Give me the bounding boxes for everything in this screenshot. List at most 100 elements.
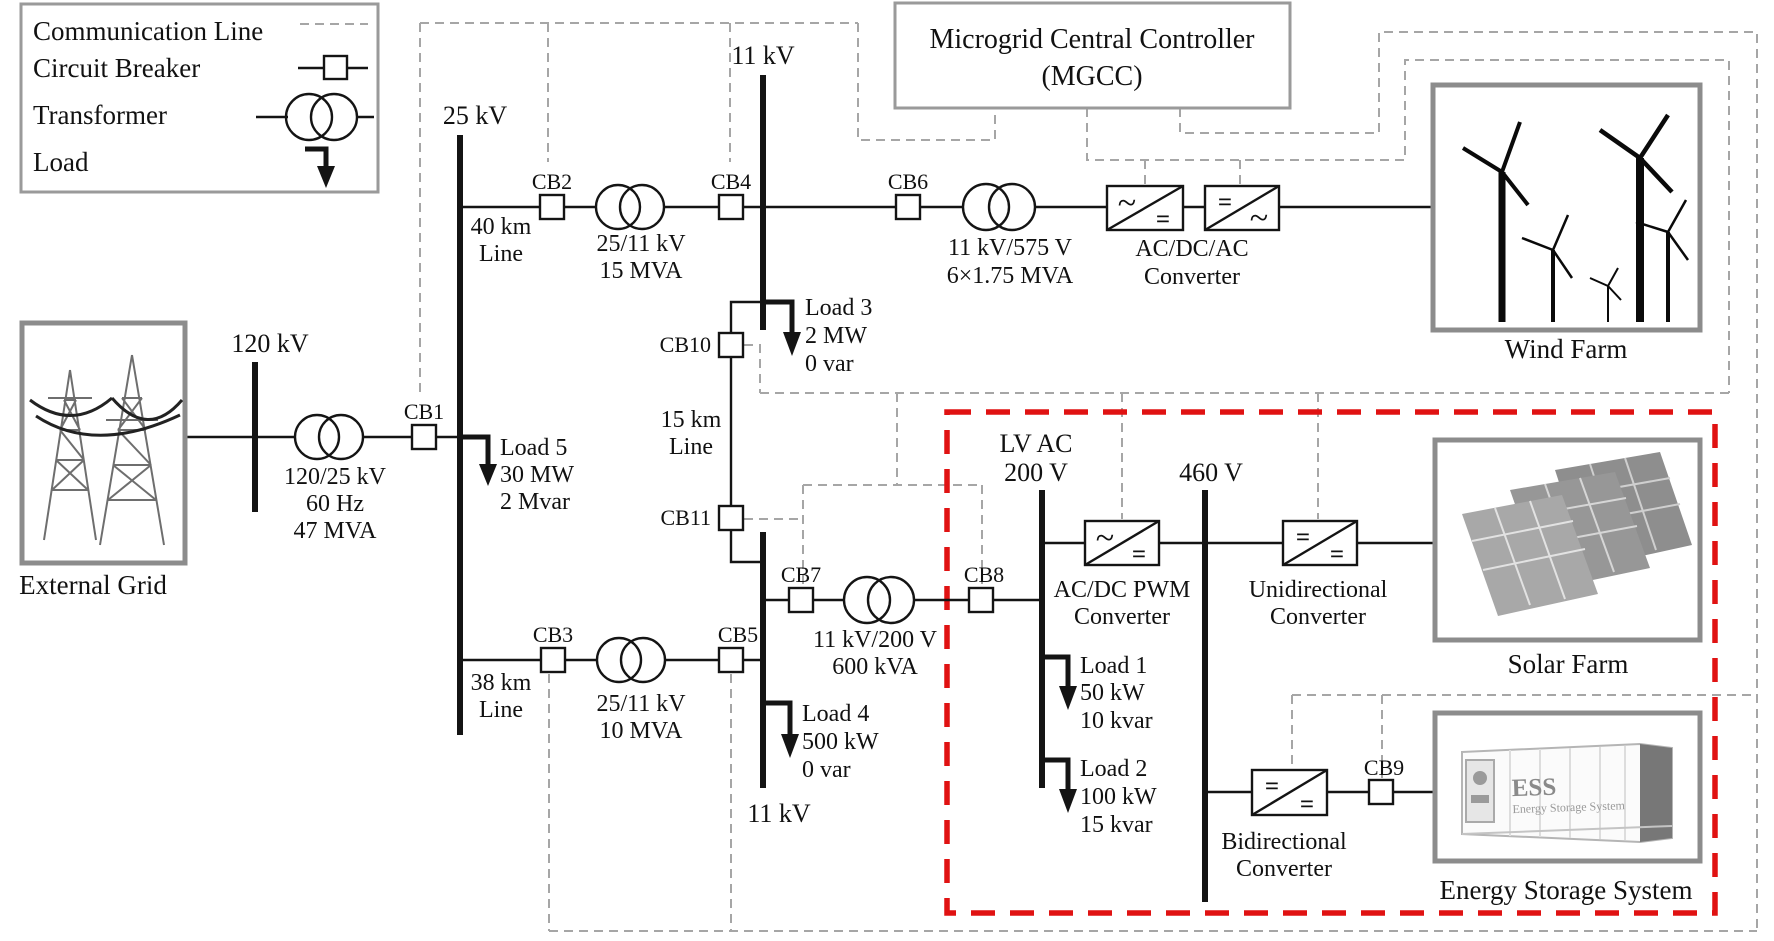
pwm-label-l1: AC/DC PWM xyxy=(1054,577,1191,603)
bus-label-11kv-top: 11 kV xyxy=(731,41,795,70)
unit-labels: External Grid Wind Farm Solar Farm Energ… xyxy=(19,334,1692,905)
line-labels: 40 km Line 38 km Line 15 km Line xyxy=(471,214,722,723)
load2-p: 100 kW xyxy=(1080,784,1157,810)
ac-icon: ~ xyxy=(1118,185,1136,222)
label-cb1: CB1 xyxy=(404,399,444,424)
load-3-arrow xyxy=(763,299,801,356)
external-grid-unit xyxy=(19,320,188,566)
transformer-120-25 xyxy=(293,413,365,461)
uni-label-l2: Converter xyxy=(1270,604,1366,630)
t2-rating: 15 MVA xyxy=(600,258,684,284)
t1-rating: 47 MVA xyxy=(294,518,378,544)
wind-farm-unit xyxy=(1430,82,1703,333)
bus-label-460v: 460 V xyxy=(1179,458,1243,487)
breaker-cb9 xyxy=(1367,778,1395,806)
t1-ratio: 120/25 kV xyxy=(284,464,387,490)
load-1-arrow xyxy=(1042,654,1077,710)
legend-load: Load xyxy=(33,147,89,177)
wind-farm-image xyxy=(1430,82,1703,333)
legend-transformer: Transformer xyxy=(33,100,167,130)
pwm-label-l2: Converter xyxy=(1074,604,1170,630)
load-5-arrow xyxy=(460,434,497,486)
dc-icon: = xyxy=(1300,791,1314,818)
transformers xyxy=(293,182,1037,684)
load3-name: Load 3 xyxy=(805,295,872,321)
ess-logo-text: ESS xyxy=(1511,774,1556,803)
bus-label-lvac: LV AC xyxy=(1000,429,1073,458)
ac-icon: ~ xyxy=(1096,520,1114,557)
breaker-labels: CB1 CB2 CB4 CB6 CB3 CB5 CB7 CB8 CB9 CB10… xyxy=(404,169,1404,780)
legend-box: Communication Line Circuit Breaker Trans… xyxy=(19,2,380,194)
label-cb8: CB8 xyxy=(964,562,1004,587)
breaker-cb3 xyxy=(539,646,567,674)
breaker-cb2 xyxy=(538,193,566,221)
load3-p: 2 MW xyxy=(805,323,867,349)
load5-p: 30 MW xyxy=(500,462,574,488)
converter-pwm: ~ = xyxy=(1083,519,1161,568)
t5-rating: 600 kVA xyxy=(832,654,918,680)
load-labels: Load 5 30 MW 2 Mvar Load 3 2 MW 0 var Lo… xyxy=(500,295,1157,838)
dc-icon: = xyxy=(1218,189,1232,216)
comm-line-right-edge xyxy=(548,31,1758,932)
converter-unidirectional: = = xyxy=(1281,519,1359,568)
bidi-label-l2: Converter xyxy=(1236,856,1332,882)
label-cb9: CB9 xyxy=(1364,755,1404,780)
load2-q: 15 kvar xyxy=(1080,812,1153,838)
comm-trunk-mid xyxy=(744,344,1729,586)
breaker-cb8 xyxy=(967,586,995,614)
breaker-cb11 xyxy=(717,504,745,532)
t1-freq: 60 Hz xyxy=(306,491,364,517)
ess-logo-subtext: Energy Storage System xyxy=(1512,798,1626,816)
ess-container-art: ESS Energy Storage System xyxy=(1461,742,1673,844)
t5-ratio: 11 kV/200 V xyxy=(813,627,938,653)
bus-label-25kv: 25 kV xyxy=(443,101,508,130)
t4-ratio: 25/11 kV xyxy=(596,691,686,717)
breaker-cb6 xyxy=(894,193,922,221)
mgcc-box: Microgrid Central Controller (MGCC) xyxy=(893,1,1292,110)
load2-name: Load 2 xyxy=(1080,756,1147,782)
line-15km-l1: 15 km xyxy=(661,407,722,433)
load4-p: 500 kW xyxy=(802,729,879,755)
bus-label-120kv: 120 kV xyxy=(231,329,309,358)
label-cb10: CB10 xyxy=(660,332,711,357)
bus-label-11kv-bottom: 11 kV xyxy=(747,799,811,828)
converter-acdcac-2: = ~ xyxy=(1203,184,1281,237)
label-cb4: CB4 xyxy=(711,169,751,194)
microgrid-boundary xyxy=(944,409,1718,916)
bidi-label-l1: Bidirectional xyxy=(1221,829,1347,855)
transformer-11-575 xyxy=(961,182,1037,232)
bus-label-200v: 200 V xyxy=(1004,458,1068,487)
bus-labels: 120 kV 25 kV 11 kV 11 kV LV AC 200 V 460… xyxy=(231,41,1243,828)
load5-name: Load 5 xyxy=(500,435,567,461)
transformer-25-11-15mva xyxy=(594,183,666,231)
breaker-cb10 xyxy=(717,331,745,359)
breaker-cb5 xyxy=(717,646,745,674)
load3-q: 0 var xyxy=(805,351,854,377)
t4-rating: 10 MVA xyxy=(600,718,684,744)
breaker-cb4 xyxy=(717,193,745,221)
label-cb2: CB2 xyxy=(532,169,572,194)
loads xyxy=(460,299,1077,813)
communication-network xyxy=(419,22,1758,932)
line-15km-branch xyxy=(729,300,763,564)
legend-circuit-breaker: Circuit Breaker xyxy=(33,53,200,83)
dc-icon: = xyxy=(1132,541,1146,568)
label-cb3: CB3 xyxy=(533,622,573,647)
line-40km-l1: 40 km xyxy=(471,214,532,240)
t3-rating: 6×1.75 MVA xyxy=(947,263,1074,289)
ess-label: Energy Storage System xyxy=(1440,875,1693,905)
solar-farm-unit xyxy=(1432,437,1703,643)
load5-q: 2 Mvar xyxy=(500,489,570,515)
transformer-icon xyxy=(256,92,374,142)
label-cb5: CB5 xyxy=(718,622,758,647)
mgcc-title-line2: (MGCC) xyxy=(1041,61,1142,92)
load1-p: 50 kW xyxy=(1080,680,1145,706)
label-cb6: CB6 xyxy=(888,169,928,194)
dc-icon: = xyxy=(1265,773,1279,800)
load1-name: Load 1 xyxy=(1080,653,1147,679)
circuit-breakers xyxy=(410,193,1395,806)
solar-panels-art xyxy=(1462,452,1692,616)
t3-ratio: 11 kV/575 V xyxy=(948,235,1073,261)
t2-ratio: 25/11 kV xyxy=(596,231,686,257)
